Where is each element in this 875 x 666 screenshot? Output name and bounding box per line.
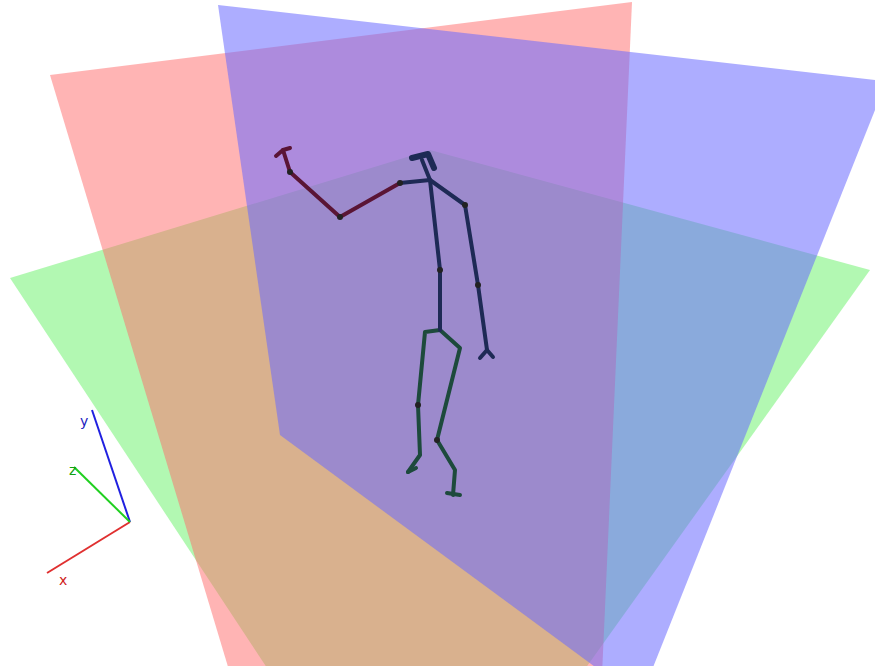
axis-gizmo: [47, 410, 130, 573]
axis-label: y: [80, 414, 88, 428]
skeleton: [276, 148, 493, 495]
axis-label: z: [69, 463, 76, 477]
yz-plane: [218, 5, 875, 666]
axis-label: x: [59, 573, 67, 587]
